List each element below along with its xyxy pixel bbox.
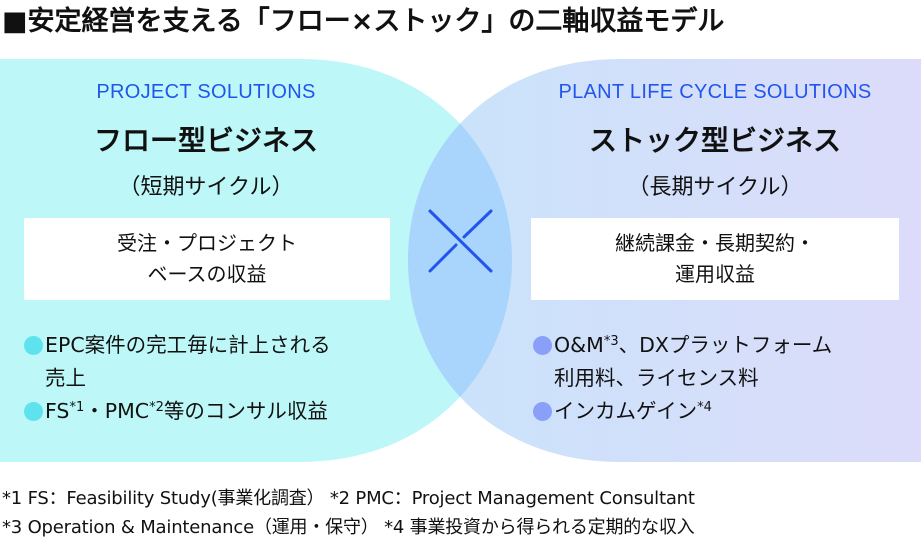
flow-business-title: フロー型ビジネス	[93, 124, 318, 157]
text-income-gain: インカムゲイン	[554, 399, 698, 423]
bullet-text: EPC案件の完工毎に計上される	[45, 333, 331, 357]
box-line: 継続課金・長期契約・	[615, 231, 815, 255]
stock-business-title: ストック型ビジネス	[588, 124, 841, 157]
list-item: インカムゲイン*4	[533, 395, 921, 428]
text-fs: FS	[45, 399, 70, 423]
cross-icon	[428, 209, 493, 273]
stock-business-subtitle: （長期サイクル）	[627, 175, 803, 200]
stock-business-panel: PLANT LIFE CYCLE SOLUTIONS ストック型ビジネス （長期…	[509, 59, 921, 462]
flow-revenue-box: 受注・プロジェクト ベースの収益	[24, 218, 390, 300]
box-line: 受注・プロジェクト	[117, 231, 297, 255]
stock-bullet-list: O&M*3、DXプラットフォーム 利用料、ライセンス料 インカムゲイン*4	[533, 329, 921, 428]
text-pmc: ・PMC	[84, 399, 150, 423]
list-item: O&M*3、DXプラットフォーム	[533, 329, 921, 362]
flow-bullet-list: EPC案件の完工毎に計上される 売上 FS*1・PMC*2等のコンサル収益	[24, 329, 424, 428]
box-line: ベースの収益	[147, 262, 267, 286]
footnotes: *1 FS：Feasibility Study(事業化調査） *2 PMC：Pr…	[2, 484, 695, 542]
flow-business-panel: PROJECT SOLUTIONS フロー型ビジネス （短期サイクル） 受注・プ…	[0, 59, 412, 462]
text-dx-platform: 、DXプラットフォーム	[618, 333, 833, 357]
footnote-line: *1 FS：Feasibility Study(事業化調査） *2 PMC：Pr…	[2, 488, 695, 509]
flow-business-subtitle: （短期サイクル）	[118, 175, 294, 200]
list-item: FS*1・PMC*2等のコンサル収益	[24, 395, 424, 428]
footnote-ref-2: *2	[149, 400, 164, 415]
plant-life-cycle-solutions-label: PLANT LIFE CYCLE SOLUTIONS	[558, 81, 872, 103]
list-item: EPC案件の完工毎に計上される	[24, 329, 424, 362]
bullet-text-continued: 利用料、ライセンス料	[554, 366, 759, 390]
text-consulting: 等のコンサル収益	[163, 399, 328, 423]
bullet-text: O&M*3、DXプラットフォーム	[554, 329, 832, 362]
project-solutions-label: PROJECT SOLUTIONS	[96, 81, 316, 103]
bullet-dot-icon	[24, 336, 43, 355]
footnote-ref-1: *1	[69, 400, 85, 415]
bullet-text: FS*1・PMC*2等のコンサル収益	[45, 395, 328, 428]
stock-revenue-box: 継続課金・長期契約・ 運用収益	[531, 218, 899, 300]
page-title: ■安定経営を支える「フロー×ストック」の二軸収益モデル	[2, 6, 725, 37]
footnote-ref-4: *4	[697, 400, 712, 415]
bullet-text: インカムゲイン*4	[554, 395, 712, 428]
footnote-line: *3 Operation & Maintenance（運用・保守） *4 事業投…	[2, 517, 695, 538]
text-om: O&M	[554, 333, 604, 357]
bullet-dot-icon	[533, 336, 552, 355]
footnote-ref-3: *3	[603, 334, 619, 349]
box-line: 運用収益	[675, 262, 755, 286]
bullet-text-continued: 売上	[45, 366, 86, 390]
bullet-dot-icon	[533, 402, 552, 421]
bullet-dot-icon	[24, 402, 43, 421]
